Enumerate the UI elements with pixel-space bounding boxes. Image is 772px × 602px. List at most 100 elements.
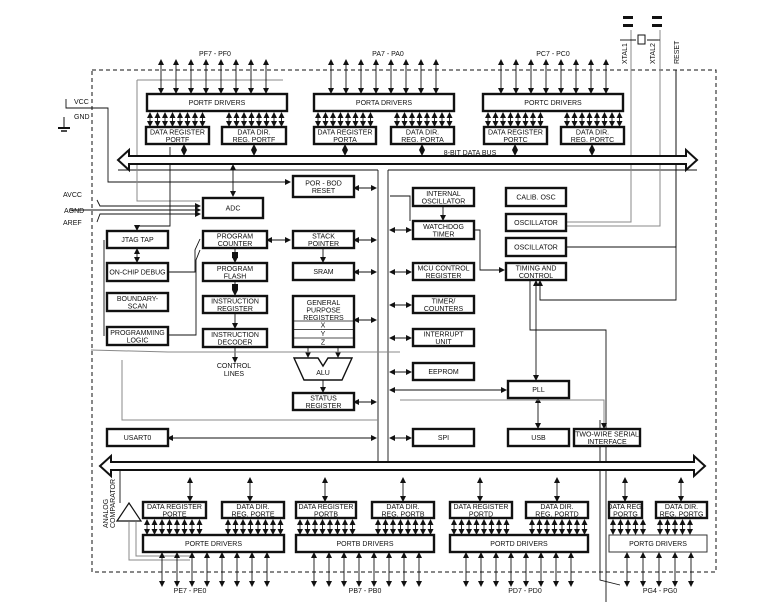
pin-label-pb: PB7 - PB0	[349, 588, 382, 595]
block-ddr-portg: DATA DIR.REG. PORTG	[654, 500, 709, 520]
block-timers: TIMER/COUNTERS	[411, 294, 476, 315]
block-eeprom: EEPROM	[411, 361, 476, 382]
block-label: PORTC DRIVERS	[524, 100, 582, 107]
block-label: COUNTER	[218, 241, 253, 248]
block-usb: USB	[506, 427, 571, 448]
wires	[65, 30, 697, 602]
wire	[566, 30, 661, 227]
wire	[400, 399, 607, 429]
gpr-row-x: X	[321, 323, 326, 330]
wire	[537, 70, 677, 301]
block-ddr-portb: DATA DIR.REG. PORTB	[370, 500, 436, 520]
block-usart: USART0	[105, 427, 170, 448]
gpr-row-y: Y	[321, 331, 326, 338]
block-label: REGISTER	[306, 403, 342, 410]
block-label: DATA DIR.	[237, 129, 270, 136]
block-label: STACK	[312, 233, 335, 240]
block-label: DATA DIR.	[236, 504, 269, 511]
pin-label-pf: PF7 - PF0	[199, 51, 231, 58]
block-label: TIMER	[433, 231, 455, 238]
block-portg-drivers: PORTG DRIVERS	[608, 534, 708, 553]
analog-comparator-label: ANALOGCOMPARATOR	[103, 479, 117, 528]
pin-label-agnd: AGND	[64, 208, 84, 215]
block-label: PROGRAM	[217, 266, 253, 273]
block-label: PORTE	[163, 511, 187, 518]
block-adc: ADC	[201, 196, 265, 220]
bus-label: 8-BIT DATA BUS	[444, 150, 497, 157]
block-label: MCU CONTROL	[417, 265, 469, 272]
alu-label: ALU	[316, 370, 330, 377]
block-label: ON-CHIP DEBUG	[109, 270, 165, 277]
block-porta-drivers: PORTA DRIVERS	[312, 92, 456, 113]
block-label: CONTROL	[519, 273, 553, 280]
block-label: JTAG TAP	[121, 237, 154, 244]
wire	[90, 349, 400, 353]
block-label: TWO-WIRE SERIAL	[575, 431, 639, 438]
pin-label-xtal1: XTAL1	[622, 43, 629, 64]
block-label: PORTB DRIVERS	[336, 541, 393, 548]
block-label: REG. PORTE	[231, 511, 274, 518]
block-label: OSCILLATOR	[514, 220, 558, 227]
block-label: RESET	[312, 188, 336, 195]
wire	[168, 238, 201, 273]
block-label: TIMING AND	[516, 265, 557, 272]
block-label: WATCHDOG	[423, 224, 464, 231]
block-label: PORTF DRIVERS	[189, 100, 246, 107]
pin-label-gnd: GND	[74, 114, 90, 121]
block-label: FLASH	[224, 273, 247, 280]
block-label: DATA REGISTER	[147, 504, 202, 511]
block-label: CALIB. OSC	[516, 195, 555, 202]
block-label: EEPROM	[428, 369, 459, 376]
pin-label-pe: PE7 - PE0	[174, 588, 207, 595]
block-label: DATA REGISTER	[488, 129, 543, 136]
block-label: DATA REG.	[607, 504, 643, 511]
block-label: PORTF	[166, 137, 190, 144]
block-ddr-portd: DATA DIR.REG. PORTD	[524, 500, 590, 520]
block-label: PORTC	[503, 137, 527, 144]
block-label: REG. PORTF	[233, 137, 276, 144]
pin-arrows	[144, 59, 694, 587]
block-label: SRAM	[313, 269, 333, 276]
block-label: PORTE DRIVERS	[185, 541, 242, 548]
block-label: PORTD	[469, 511, 493, 518]
block-label: COUNTERS	[424, 306, 464, 313]
block-label: REG. PORTG	[660, 511, 704, 518]
block-pll: PLL	[506, 379, 571, 400]
block-dr-portg: DATA REG.PORTG	[607, 500, 644, 520]
wire	[136, 80, 200, 202]
block-calib: CALIB. OSC	[504, 186, 568, 208]
block-label: PORTG DRIVERS	[629, 541, 687, 548]
block-label: DATA DIR.	[576, 129, 609, 136]
pin-label-vcc: VCC	[74, 99, 89, 106]
wire	[65, 99, 291, 185]
block-label: PROGRAMMING	[110, 330, 164, 337]
block-ddr-portc: DATA DIR.REG. PORTC	[559, 125, 626, 146]
analog-comparator-symbol	[115, 501, 143, 522]
block-label: TIMER/	[432, 298, 456, 305]
pin-label-xtal2: XTAL2	[650, 43, 657, 64]
block-label: ADC	[226, 206, 241, 213]
wire	[474, 229, 505, 273]
block-label: UNIT	[435, 339, 452, 346]
block-label: PORTB	[314, 511, 338, 518]
blocks: PORTF DRIVERS PORTA DRIVERS PORTC DRIVERS D…	[105, 92, 709, 554]
block-label: DATA DIR.	[386, 504, 419, 511]
block-label: DATA REGISTER	[318, 129, 373, 136]
alu-symbol	[292, 357, 354, 381]
block-portd-drivers: PORTD DRIVERS	[448, 533, 590, 554]
block-label: POINTER	[308, 241, 339, 248]
block-label: REG. PORTD	[535, 511, 578, 518]
block-portc-drivers: PORTC DRIVERS	[481, 92, 625, 113]
block-label: INSTRUCTION	[211, 298, 259, 305]
xtal-caps	[623, 16, 662, 27]
